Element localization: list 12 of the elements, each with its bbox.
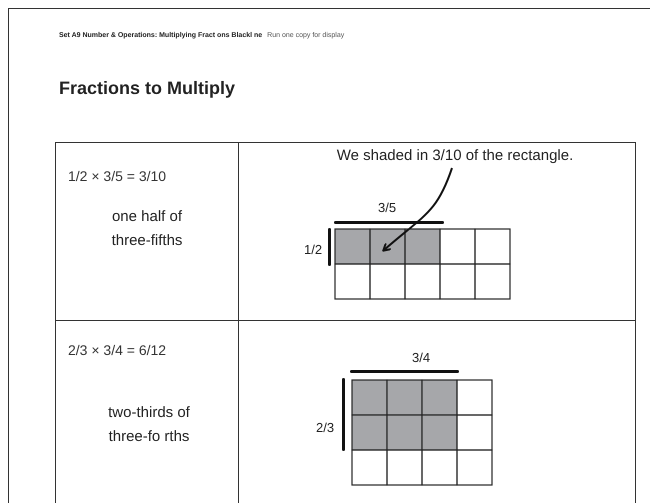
arrow <box>382 168 453 252</box>
description-text: two-thirds of three-fo rths <box>107 403 191 447</box>
description-text: one half of three-fifths <box>110 207 184 251</box>
fraction-label: 3/5 <box>378 199 396 217</box>
fraction-label: 2/3 <box>316 419 334 437</box>
shaded-region <box>335 229 440 264</box>
fraction-label: 3/4 <box>412 349 430 367</box>
page-title: Fractions to Multiply <box>59 77 236 100</box>
fraction-label: 1/2 <box>304 241 322 259</box>
equation: 2/3 × 3/4 = 6/12 <box>68 341 166 360</box>
callout-text: We shaded in 3/10 of the rectangle. <box>300 145 610 167</box>
equation: 1/2 × 3/5 = 3/10 <box>68 167 166 186</box>
